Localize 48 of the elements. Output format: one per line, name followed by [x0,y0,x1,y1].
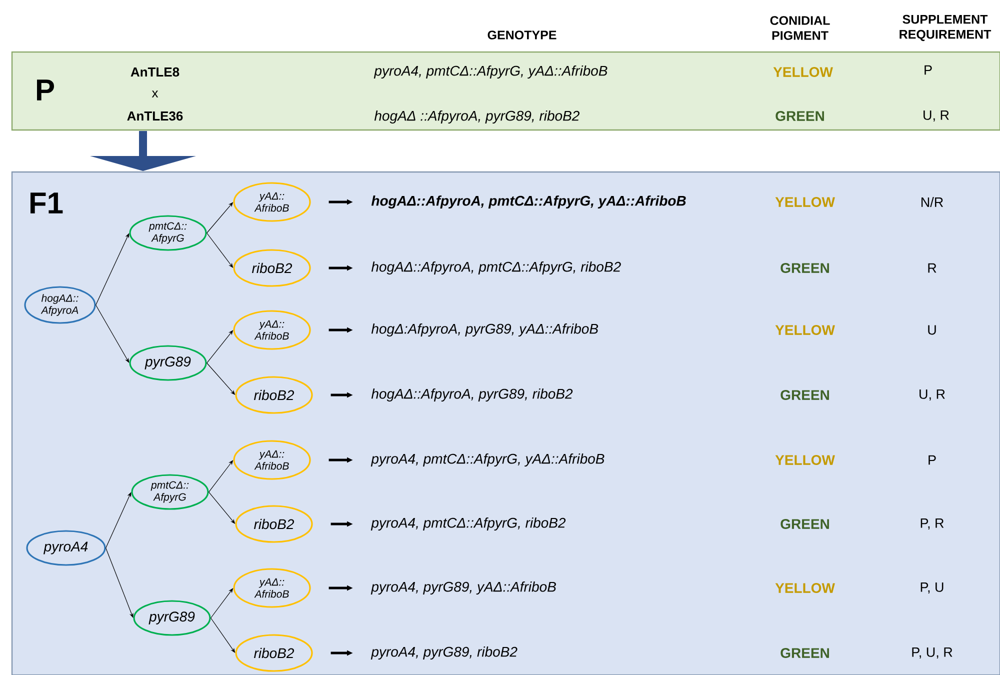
supplement-label: N/R [922,197,944,207]
band-title: P [37,80,54,100]
strain-name: AnTLE36 [127,111,183,121]
pigment-label: YELLOW [775,583,835,593]
genotype-text: pyroA4, pyrG89, yAΔ::AfriboB [370,581,556,595]
supplement-label: P, U [920,582,944,594]
pigment-label: GREEN [780,263,829,273]
genotype-text: hogAΔ::AfpyroA, pmtCΔ::AfpyrG, riboB2 [371,261,621,275]
arrow [106,492,132,548]
genotype-text: pyroA4, pmtCΔ::AfpyrG, yAΔ::AfriboB [370,453,604,467]
supplement-label: P, U, R [912,648,952,659]
pigment-label: YELLOW [773,67,833,77]
arrow [106,548,134,618]
band-title: F1 [30,192,63,214]
genotype-text: hogAΔ ::AfpyroA, pyrG89, riboB2 [374,110,580,124]
genotype-text: hogAΔ::AfpyroA, pyrG89, riboB2 [371,388,573,402]
genotype-text: pyroA4, pmtCΔ::AfpyrG, yAΔ::AfriboB [374,65,608,79]
generation-band [11,51,1000,131]
supplement-label: R [928,263,936,273]
arrow [96,304,130,363]
arrow [208,460,234,492]
pigment-label: YELLOW [775,197,835,207]
supplement-label: U, R [924,110,949,122]
pigment-label: GREEN [776,111,824,121]
arrow [210,588,234,618]
pigment-label: GREEN [780,519,829,529]
generation-band [11,171,1000,675]
supplement-label: P [924,65,932,75]
genotype-text: pyroA4, pyrG89, riboB2 [370,646,518,660]
genotype-text: hogΔ:AfpyroA, pyrG89, yAΔ::AfriboB [371,323,598,337]
arrow [96,233,130,306]
pigment-label: GREEN [780,390,829,400]
cross-sign: x [152,90,158,98]
arrow [206,232,234,268]
genotype-text: pyroA4, pmtCΔ::AfpyrG, riboB2 [370,517,566,531]
column-header: CONIDIAL PIGMENT [770,16,830,40]
supplement-label: U [928,325,936,335]
supplement-label: U, R [920,390,945,400]
genotype-text: hogAΔ::AfpyroA, pmtCΔ::AfpyrG, yAΔ::AfriboB [371,195,686,209]
supplement-label: P, R [920,518,944,530]
pigment-label: YELLOW [775,325,835,335]
block-arrow [90,131,196,171]
column-header: GENOTYPE [488,30,556,40]
pigment-label: GREEN [780,648,829,658]
arrow [210,618,236,653]
supplement-label: P [928,455,936,465]
strain-name: AnTLE8 [130,67,180,77]
pigment-label: YELLOW [775,455,835,465]
